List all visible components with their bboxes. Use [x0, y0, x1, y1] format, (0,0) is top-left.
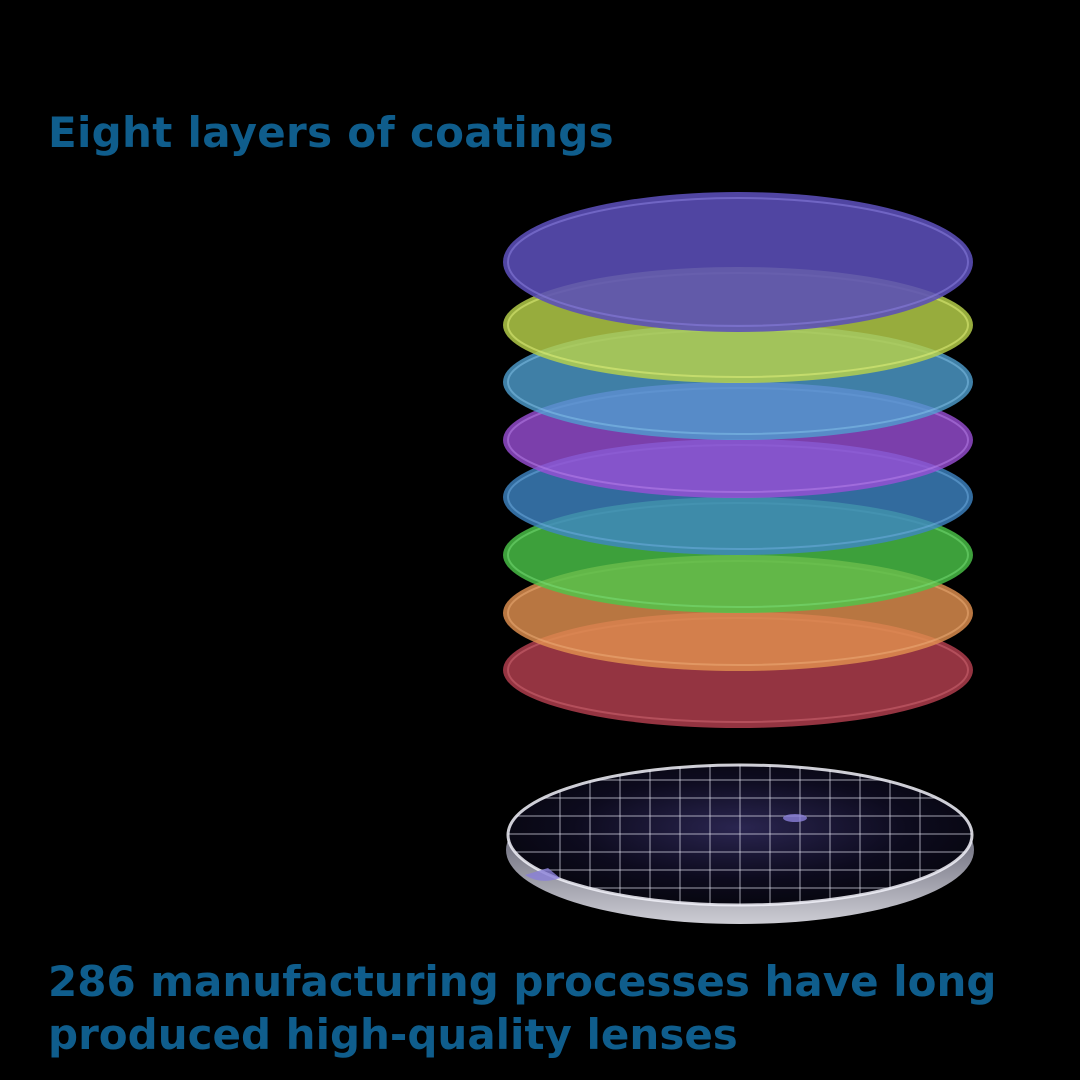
lens-blank: [506, 763, 974, 924]
headline: Eight layers of coatings: [48, 108, 614, 157]
caption: 286 manufacturing processes have long pr…: [48, 957, 997, 1060]
coating-layer-1: [503, 192, 973, 332]
